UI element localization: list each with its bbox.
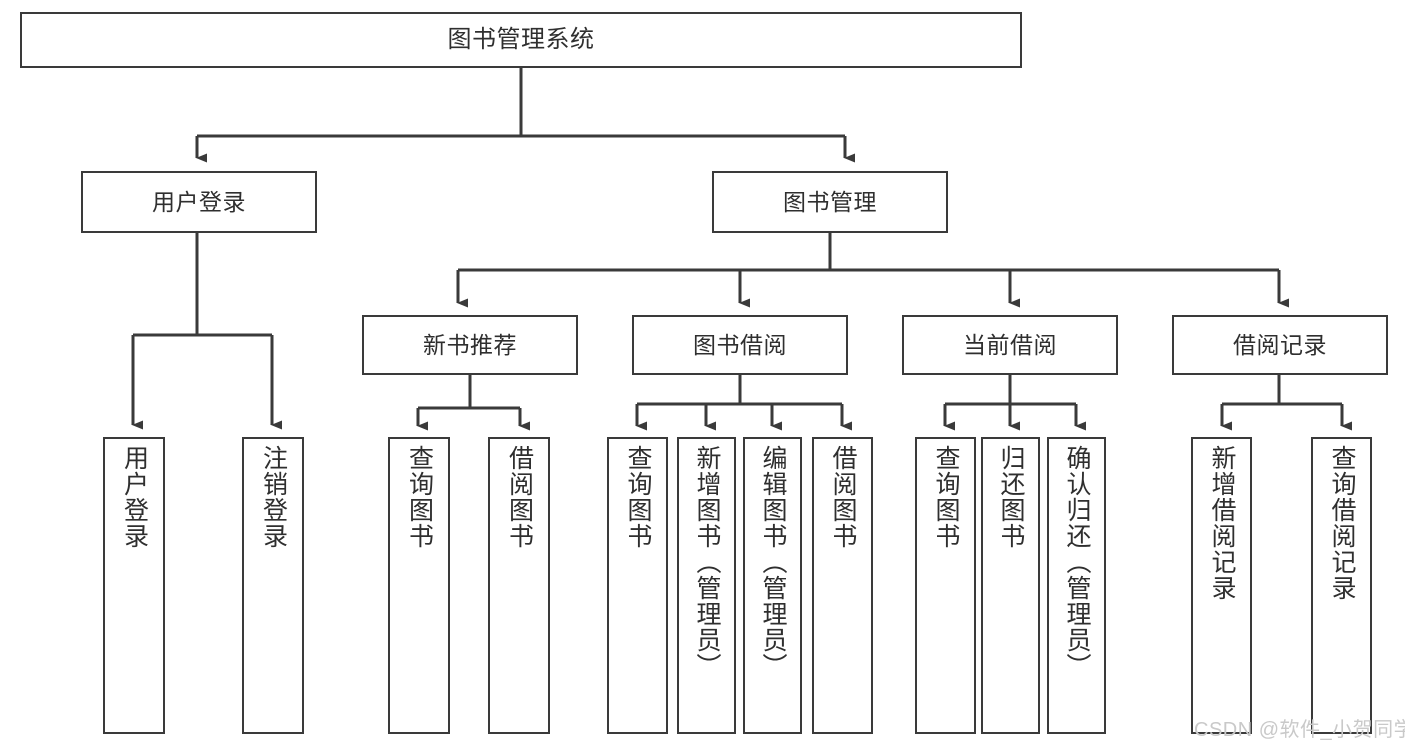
leaf-add-book-admin[interactable]: 新增图书（管理员）: [677, 437, 736, 734]
leaf-query-book-borrow[interactable]: 查询图书: [607, 437, 668, 734]
node-label: 查询图书: [405, 445, 434, 549]
leaf-borrow-book[interactable]: 借阅图书: [812, 437, 873, 734]
node-label: 借阅图书: [829, 445, 857, 549]
leaf-add-borrow-record[interactable]: 新增借阅记录: [1191, 437, 1252, 734]
node-label: 借阅图书: [505, 445, 534, 549]
node-label: 新增借阅记录: [1208, 445, 1236, 601]
leaf-return-book[interactable]: 归还图书: [981, 437, 1040, 734]
node-label: 图书管理: [783, 188, 877, 215]
node-label: 当前借阅: [963, 331, 1057, 358]
node-label: 借阅记录: [1233, 331, 1327, 358]
node-label: 归还图书: [997, 445, 1025, 549]
node-label: 查询图书: [624, 445, 652, 549]
node-current-borrow[interactable]: 当前借阅: [902, 315, 1118, 375]
node-label: 图书管理系统: [447, 26, 595, 54]
leaf-edit-book-admin[interactable]: 编辑图书（管理员）: [743, 437, 802, 734]
node-label: 查询借阅记录: [1328, 445, 1356, 601]
node-book-management[interactable]: 图书管理: [712, 171, 948, 233]
leaf-user-login[interactable]: 用户登录: [103, 437, 165, 734]
node-book-borrow[interactable]: 图书借阅: [632, 315, 848, 375]
node-label: 注销登录: [259, 445, 288, 549]
watermark: CSDN @软件_小贺同学: [1194, 719, 1405, 741]
leaf-borrow-book-recommend[interactable]: 借阅图书: [488, 437, 550, 734]
leaf-query-borrow-record[interactable]: 查询借阅记录: [1311, 437, 1372, 734]
node-label: 新增图书（管理员）: [693, 445, 721, 679]
leaf-confirm-return-admin[interactable]: 确认归还（管理员）: [1047, 437, 1106, 734]
node-label: 用户登录: [152, 188, 246, 215]
node-label: 编辑图书（管理员）: [759, 445, 787, 679]
node-user-login[interactable]: 用户登录: [81, 171, 317, 233]
leaf-logout[interactable]: 注销登录: [242, 437, 304, 734]
node-label: 图书借阅: [693, 331, 787, 358]
node-label: 查询图书: [932, 445, 960, 549]
node-label: 新书推荐: [423, 331, 517, 358]
node-label: 用户登录: [120, 445, 149, 549]
node-label: 确认归还（管理员）: [1063, 445, 1091, 679]
leaf-query-book-current[interactable]: 查询图书: [915, 437, 976, 734]
node-root-book-management-system[interactable]: 图书管理系统: [20, 12, 1022, 68]
node-new-book-recommend[interactable]: 新书推荐: [362, 315, 578, 375]
leaf-query-book-recommend[interactable]: 查询图书: [388, 437, 450, 734]
node-borrow-record[interactable]: 借阅记录: [1172, 315, 1388, 375]
